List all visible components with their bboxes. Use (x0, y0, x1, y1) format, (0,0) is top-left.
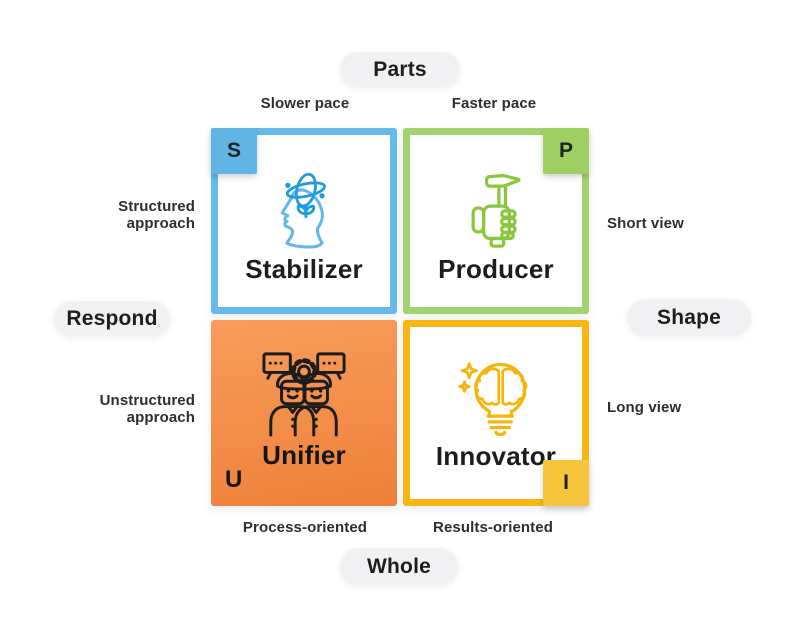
badge-letter-p: P (543, 128, 589, 174)
team-gear-speech-icon (262, 352, 346, 437)
label-short-view: Short view (607, 215, 684, 232)
quadrant-stabilizer: Stabilizer (211, 128, 397, 314)
quadrant-title-innovator: Innovator (435, 441, 557, 471)
quadrant-letter-u: U (225, 466, 243, 493)
label-results-oriented: Results-oriented (433, 519, 553, 536)
pill-respond: Respond (54, 301, 170, 336)
label-slower-pace: Slower pace (260, 95, 350, 112)
hammer-in-hand-icon (471, 174, 521, 248)
pill-parts: Parts (340, 52, 460, 87)
badge-letter-s: S (211, 128, 257, 174)
quadrant-unifier: Unifier U (211, 320, 397, 506)
label-long-view: Long view (607, 399, 682, 416)
pill-shape: Shape (627, 299, 751, 336)
quadrant-title-producer: Producer (438, 254, 554, 284)
pill-whole: Whole (340, 548, 458, 585)
label-faster-pace: Faster pace (451, 95, 537, 112)
badge-letter-i: I (543, 460, 589, 506)
label-unstructured-approach: Unstructured approach (99, 392, 195, 426)
brain-lightbulb-icon (458, 362, 528, 437)
head-profile-atom-icon (280, 172, 326, 249)
label-structured-approach: Structured approach (118, 198, 195, 232)
quadrant-title-unifier: Unifier (262, 440, 346, 470)
label-process-oriented: Process-oriented (242, 519, 368, 536)
quadrant-title-stabilizer: Stabilizer (245, 254, 363, 284)
